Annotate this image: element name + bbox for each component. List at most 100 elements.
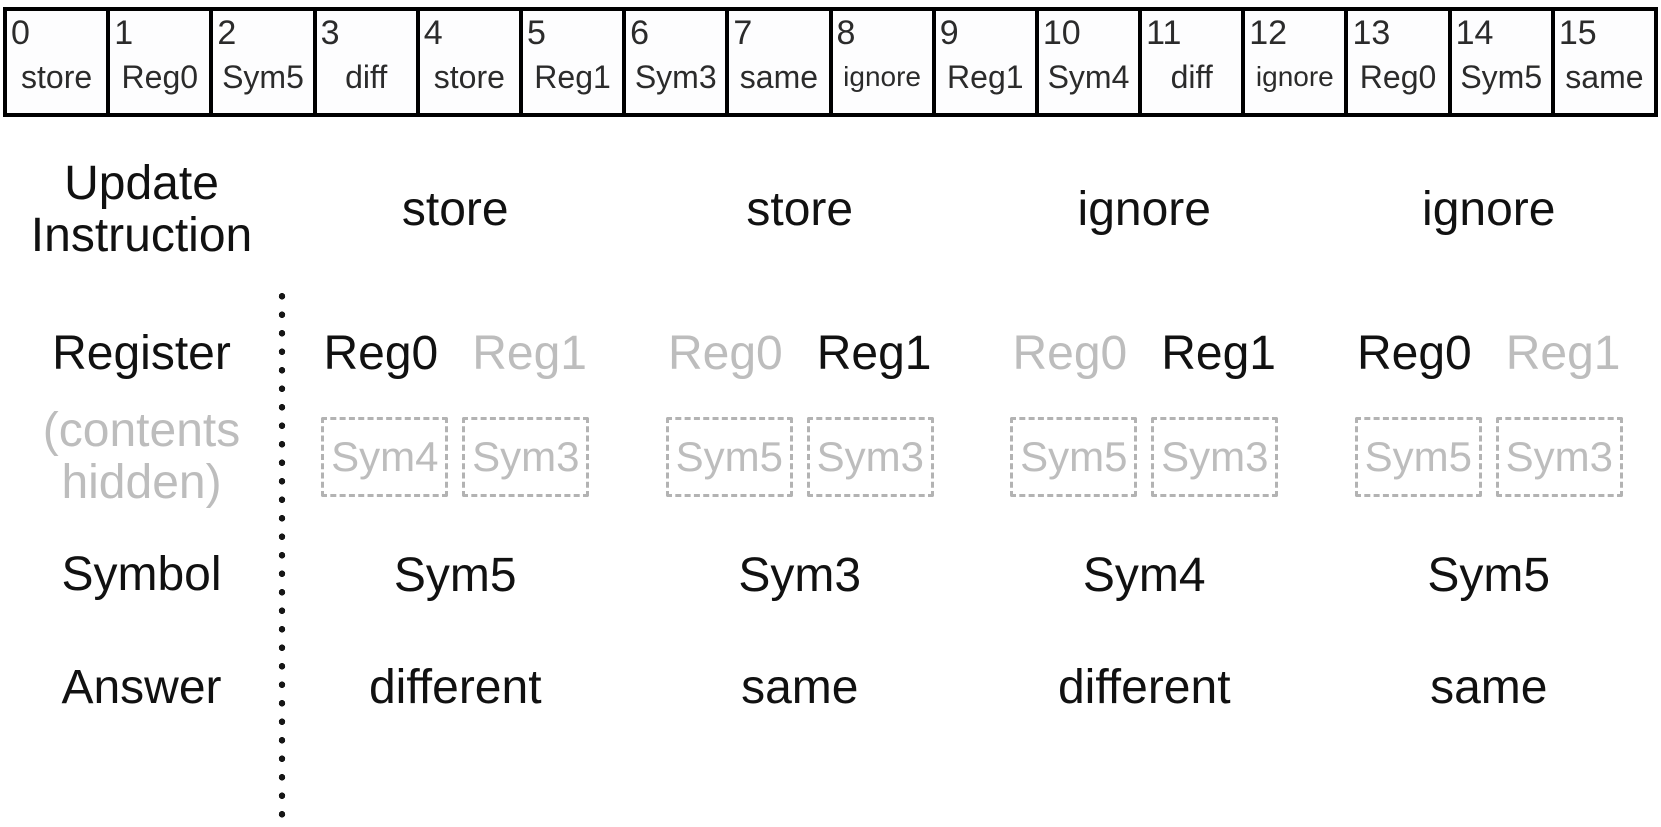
register-pair: Reg0 Reg1 xyxy=(972,326,1317,381)
dotted-divider xyxy=(278,287,286,827)
register-reg0: Reg0 xyxy=(668,326,783,381)
hidden-content-pair: Sym5 Sym3 xyxy=(972,417,1317,497)
token-label: store xyxy=(420,59,519,95)
hidden-content-pair: Sym5 Sym3 xyxy=(628,417,973,497)
hidden-content-reg1-box: Sym3 xyxy=(807,417,934,497)
update-instruction-value: store xyxy=(628,182,973,237)
token-label: ignore xyxy=(1245,59,1344,95)
token-label: Sym4 xyxy=(1039,59,1138,95)
hidden-content-reg1-box: Sym3 xyxy=(462,417,589,497)
token-cell-15: 15 same xyxy=(1551,11,1654,113)
row-label-answer: Answer xyxy=(0,662,283,714)
token-label: Reg0 xyxy=(1348,59,1447,95)
token-label: Reg0 xyxy=(110,59,209,95)
answer-value: same xyxy=(1317,660,1661,715)
token-label: diff xyxy=(317,59,416,95)
token-cell-14: 14 Sym5 xyxy=(1448,11,1551,113)
token-index: 8 xyxy=(833,13,932,53)
token-label: Sym5 xyxy=(213,59,312,95)
token-label: same xyxy=(1555,59,1654,95)
hidden-content-reg0-box: Sym5 xyxy=(666,417,793,497)
row-update-instruction: Update Instruction store store ignore ig… xyxy=(0,117,1661,302)
hidden-content-reg0-box: Sym5 xyxy=(1010,417,1137,497)
hidden-content-pair: Sym4 Sym3 xyxy=(283,417,628,497)
token-index: 0 xyxy=(7,13,106,53)
register-reg1: Reg1 xyxy=(1506,326,1621,381)
token-cell-0: 0 store xyxy=(7,11,106,113)
token-index: 7 xyxy=(729,13,828,53)
hidden-content-reg1-box: Sym3 xyxy=(1496,417,1623,497)
hidden-content-reg0-box: Sym5 xyxy=(1355,417,1482,497)
token-cell-6: 6 Sym3 xyxy=(622,11,725,113)
token-index: 1 xyxy=(110,13,209,53)
register-reg1: Reg1 xyxy=(817,326,932,381)
row-label-update-instruction: Update Instruction xyxy=(0,158,283,262)
register-reg0: Reg0 xyxy=(324,326,439,381)
token-index: 13 xyxy=(1348,13,1447,53)
row-hidden-contents: (contents hidden) Sym4 Sym3 Sym5 Sym3 Sy… xyxy=(0,405,1661,500)
symbol-value: Sym4 xyxy=(972,548,1317,603)
token-label: Sym5 xyxy=(1452,59,1551,95)
token-cell-1: 1 Reg0 xyxy=(106,11,209,113)
register-pair: Reg0 Reg1 xyxy=(628,326,973,381)
answer-value: same xyxy=(628,660,973,715)
token-cell-8: 8 ignore xyxy=(829,11,932,113)
token-index: 12 xyxy=(1245,13,1344,53)
hidden-content-reg0-box: Sym4 xyxy=(321,417,448,497)
answer-value: different xyxy=(972,660,1317,715)
token-index: 15 xyxy=(1555,13,1654,53)
token-index: 6 xyxy=(626,13,725,53)
token-cell-4: 4 store xyxy=(416,11,519,113)
token-cell-7: 7 same xyxy=(725,11,828,113)
token-index: 4 xyxy=(420,13,519,53)
token-index: 5 xyxy=(523,13,622,53)
token-cell-11: 11 diff xyxy=(1138,11,1241,113)
row-symbol: Symbol Sym5 Sym3 Sym4 Sym5 xyxy=(0,500,1661,650)
register-reg0: Reg0 xyxy=(1357,326,1472,381)
update-instruction-value: store xyxy=(283,182,628,237)
token-label: store xyxy=(7,59,106,95)
row-label-hidden-line2: hidden) xyxy=(0,457,283,509)
symbol-value: Sym5 xyxy=(1317,548,1661,603)
trial-table: Update Instruction store store ignore ig… xyxy=(0,117,1661,725)
row-label-update-line2: Instruction xyxy=(0,210,283,262)
token-label: same xyxy=(729,59,828,95)
row-answer: Answer different same different same xyxy=(0,650,1661,725)
token-label: Reg1 xyxy=(523,59,622,95)
token-strip: 0 store 1 Reg0 2 Sym5 3 diff 4 store 5 R… xyxy=(3,7,1658,117)
token-label: Sym3 xyxy=(626,59,725,95)
token-index: 3 xyxy=(317,13,416,53)
row-register: Register Reg0 Reg1 Reg0 Reg1 Reg0 Reg1 R… xyxy=(0,302,1661,405)
token-label: ignore xyxy=(833,59,932,95)
token-index: 14 xyxy=(1452,13,1551,53)
symbol-value: Sym3 xyxy=(628,548,973,603)
hidden-content-pair: Sym5 Sym3 xyxy=(1317,417,1661,497)
token-index: 2 xyxy=(213,13,312,53)
register-pair: Reg0 Reg1 xyxy=(283,326,628,381)
update-instruction-value: ignore xyxy=(1317,182,1661,237)
token-index: 11 xyxy=(1142,13,1241,53)
token-index: 9 xyxy=(936,13,1035,53)
token-label: diff xyxy=(1142,59,1241,95)
token-label: Reg1 xyxy=(936,59,1035,95)
token-cell-5: 5 Reg1 xyxy=(519,11,622,113)
answer-value: different xyxy=(283,660,628,715)
token-cell-9: 9 Reg1 xyxy=(932,11,1035,113)
token-index: 10 xyxy=(1039,13,1138,53)
register-pair: Reg0 Reg1 xyxy=(1317,326,1661,381)
token-cell-13: 13 Reg0 xyxy=(1344,11,1447,113)
row-label-hidden-line1: (contents xyxy=(0,405,283,457)
row-label-hidden-contents: (contents hidden) xyxy=(0,405,283,509)
token-cell-3: 3 diff xyxy=(313,11,416,113)
token-cell-12: 12 ignore xyxy=(1241,11,1344,113)
figure-root: 0 store 1 Reg0 2 Sym5 3 diff 4 store 5 R… xyxy=(0,7,1661,725)
register-reg0: Reg0 xyxy=(1013,326,1128,381)
row-label-update-line1: Update xyxy=(0,158,283,210)
symbol-value: Sym5 xyxy=(283,548,628,603)
token-cell-2: 2 Sym5 xyxy=(209,11,312,113)
row-label-symbol: Symbol xyxy=(0,549,283,601)
row-label-register: Register xyxy=(0,328,283,380)
register-reg1: Reg1 xyxy=(472,326,587,381)
update-instruction-value: ignore xyxy=(972,182,1317,237)
token-cell-10: 10 Sym4 xyxy=(1035,11,1138,113)
